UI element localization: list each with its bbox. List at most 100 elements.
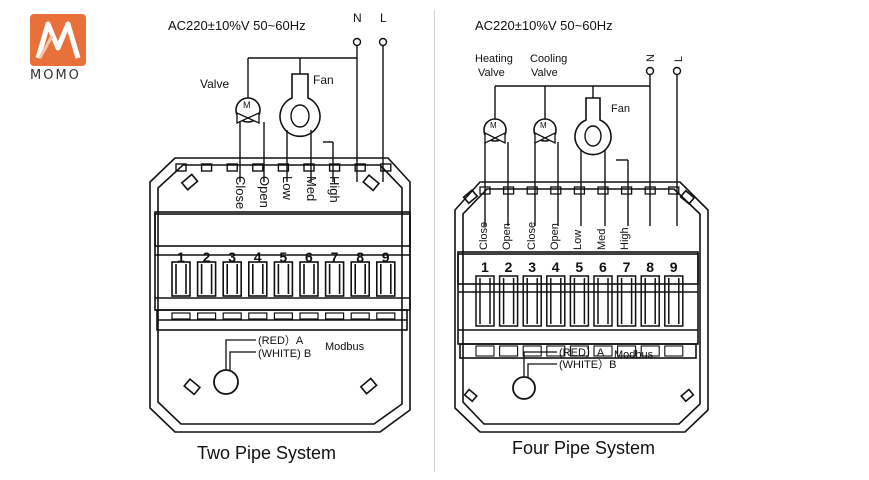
- terminal-slot: [222, 312, 242, 320]
- terminal-slot: [273, 312, 293, 320]
- terminal-function-label: Close: [478, 222, 490, 250]
- terminal-function-label: Low: [572, 230, 584, 250]
- modbus-white-label: (WHITE）B: [559, 358, 616, 371]
- terminal-slot: [640, 345, 660, 357]
- terminal-function-label: Close: [233, 176, 248, 209]
- terminal-slot: [569, 345, 589, 357]
- terminal-slot: [248, 312, 268, 320]
- terminal-screw: [273, 261, 294, 297]
- fan-leads: [286, 130, 312, 142]
- terminal-function-label: Open: [257, 176, 272, 208]
- terminal-number: 6: [305, 249, 313, 265]
- heating-motor-glyph: M: [490, 121, 497, 130]
- logo-text: MOMO: [30, 68, 81, 83]
- four-pipe-diagram: AC220±10%V 50~60Hz N L M M Heating V: [454, 18, 709, 458]
- terminal-number: 1: [481, 259, 489, 275]
- heating-valve-label: Heating: [475, 53, 513, 65]
- terminal-screw: [569, 275, 590, 327]
- terminal-number: 3: [528, 259, 536, 275]
- cooling-valve-label-2: Valve: [531, 67, 558, 79]
- terminal-slot: [299, 312, 319, 320]
- fan-label: Fan: [313, 73, 334, 87]
- terminal-slot: [546, 345, 566, 357]
- cooling-valve-body-icon: [534, 131, 556, 145]
- terminal-slot: [617, 345, 637, 357]
- terminal-number: 9: [382, 249, 390, 265]
- neutral-label: N: [645, 54, 657, 62]
- terminal-slot: [522, 345, 542, 357]
- two-pipe-caption: Two Pipe System: [197, 443, 336, 463]
- terminal-screw: [222, 261, 242, 297]
- terminal-pin: [175, 163, 187, 172]
- terminal-slot: [664, 345, 684, 357]
- neutral-terminal: [645, 66, 655, 76]
- terminal-function-label: High: [327, 176, 342, 203]
- terminal-screw: [593, 275, 613, 327]
- valve-motor-glyph: M: [243, 100, 251, 110]
- live-terminal: [378, 37, 388, 47]
- fan-hub-icon: [584, 125, 602, 147]
- two-pipe-diagram: AC220±10%V 50~60Hz N L M Valve Fan: [149, 11, 411, 463]
- terminal-pin: [597, 186, 609, 195]
- terminal-slot: [171, 312, 191, 320]
- terminal-screw: [350, 261, 371, 297]
- fan-leads: [580, 150, 606, 160]
- terminal-number: 1: [177, 249, 185, 265]
- terminal-pin: [620, 186, 633, 195]
- neutral-label: N: [353, 11, 362, 25]
- terminal-number: 9: [670, 259, 678, 275]
- heating-valve-label-2: Valve: [478, 67, 505, 79]
- modbus-wires: [225, 339, 256, 370]
- terminal-pin: [380, 163, 392, 172]
- terminal-pin: [277, 163, 290, 172]
- terminal-screw: [498, 275, 519, 327]
- terminal-screw: [299, 261, 319, 297]
- terminal-number: 4: [254, 249, 262, 265]
- terminal-function-label: Med: [304, 176, 319, 201]
- terminal-function-label: Close: [526, 222, 538, 250]
- terminal-screw: [616, 275, 637, 327]
- terminal-pin: [354, 163, 366, 172]
- terminal-number: 2: [505, 259, 513, 275]
- four-pipe-caption: Four Pipe System: [512, 438, 655, 458]
- terminal-function-label: High: [619, 227, 631, 250]
- terminal-slot: [197, 312, 217, 320]
- valve-label: Valve: [200, 77, 229, 91]
- modbus-label: Modbus: [325, 341, 365, 353]
- terminal-slot: [499, 345, 519, 357]
- terminal-pin: [573, 186, 586, 195]
- modbus-white-label: (WHITE) B: [258, 348, 311, 360]
- modbus-red-label: (RED）A: [559, 346, 605, 359]
- terminal-function-label: Low: [280, 176, 295, 200]
- fan-hub-icon: [290, 104, 310, 128]
- terminal-screw: [324, 261, 345, 297]
- terminal-screw: [196, 261, 217, 297]
- terminal-slot: [325, 312, 345, 320]
- live-label: L: [380, 11, 387, 25]
- terminal-number: 5: [575, 259, 583, 275]
- terminal-number: 6: [599, 259, 607, 275]
- valve-body-icon: [236, 111, 260, 125]
- terminal-pin: [668, 186, 680, 195]
- terminal-pin: [303, 163, 315, 172]
- modbus-connector-icon: [512, 376, 536, 400]
- terminal-function-label: Open: [501, 223, 513, 250]
- terminal-pin: [328, 163, 341, 172]
- terminal-slot: [475, 345, 495, 357]
- modbus-label: Modbus: [614, 349, 654, 361]
- terminal-slot: [593, 345, 613, 357]
- terminal-screw: [546, 275, 566, 327]
- supply-voltage-label: AC220±10%V 50~60Hz: [475, 18, 613, 33]
- terminal-slot: [350, 312, 370, 320]
- terminal-screw: [664, 275, 684, 327]
- terminal-pin: [200, 163, 213, 172]
- terminal-screw: [248, 261, 268, 297]
- terminal-number: 2: [203, 249, 211, 265]
- momo-logo-icon: [30, 14, 86, 66]
- terminal-number: 3: [228, 249, 236, 265]
- terminal-screw: [640, 275, 660, 327]
- terminal-pin: [526, 186, 538, 195]
- live-terminal: [672, 66, 682, 76]
- terminal-function-label: Med: [596, 229, 608, 250]
